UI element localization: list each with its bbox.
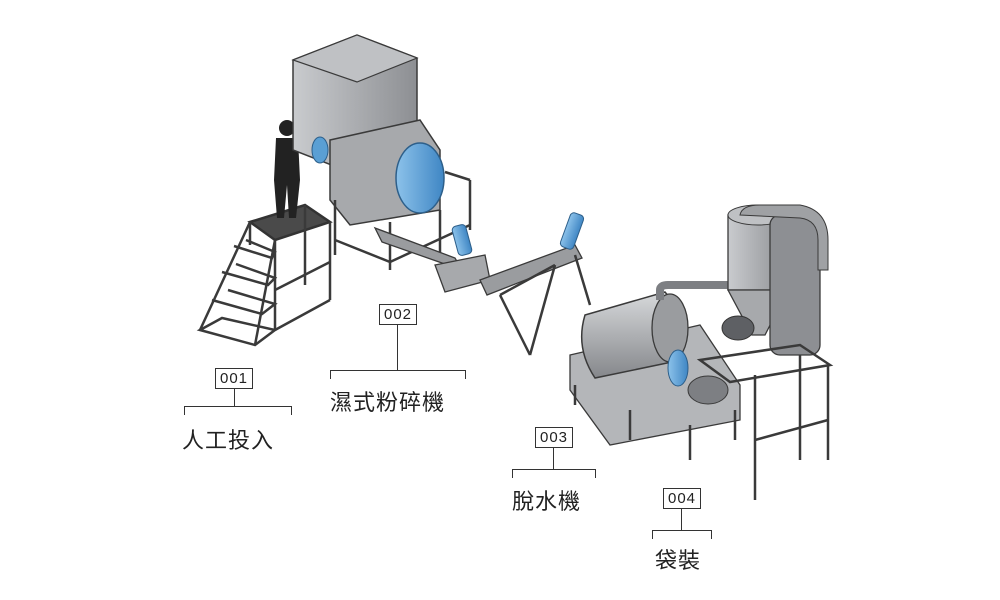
- dewatering-machine: [569, 291, 741, 460]
- wet-crusher: [291, 34, 472, 270]
- step-004-label: 袋裝: [655, 549, 702, 574]
- screw-conveyor-1: [373, 224, 491, 293]
- step-004-code-box: 004: [662, 488, 702, 509]
- step-003-code-box: 003: [534, 427, 574, 448]
- operator-figure: [274, 120, 300, 218]
- step-004-leader: [681, 509, 682, 530]
- step-001-code: 001: [214, 368, 254, 389]
- step-002-code-box: 002: [378, 304, 418, 325]
- step-001-label: 人工投入: [182, 429, 275, 454]
- cyclone-bagging-unit: [656, 204, 834, 500]
- step-003-bracket: [512, 469, 596, 478]
- step-001-code-box: 001: [214, 368, 254, 389]
- step-003-code: 003: [532, 427, 576, 448]
- inclined-conveyor: [479, 212, 592, 356]
- step-004-bracket: [652, 530, 712, 539]
- step-002-label: 濕式粉碎機: [330, 391, 446, 416]
- step-002-bracket: [330, 370, 466, 379]
- step-003-label: 脫水機: [512, 490, 582, 515]
- feeding-platform: [247, 203, 333, 332]
- step-003-leader: [553, 448, 554, 469]
- step-001-leader: [234, 389, 235, 406]
- step-001-bracket: [184, 406, 292, 415]
- stairs: [196, 221, 278, 347]
- step-004-code: 004: [660, 488, 704, 509]
- step-002-code: 002: [376, 304, 420, 325]
- step-002-leader: [397, 325, 398, 370]
